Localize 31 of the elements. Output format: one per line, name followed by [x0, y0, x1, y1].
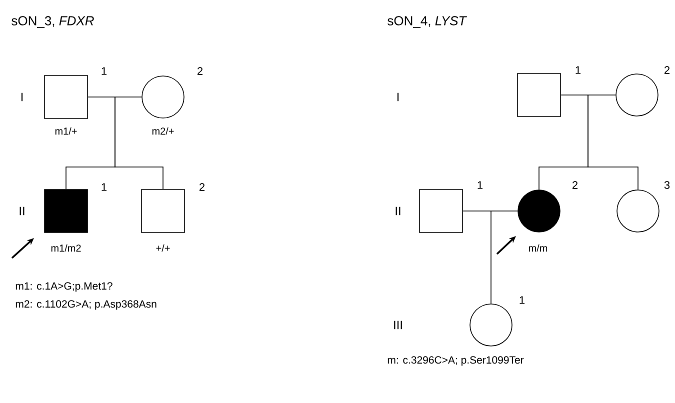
- genotype-label: m1/m2: [51, 244, 81, 252]
- descent-line: [114, 96, 164, 190]
- mutation-note: m: c.3296C>A; p.Ser1099Ter: [388, 356, 524, 366]
- individual-number: 3: [664, 181, 670, 189]
- mutation-note: m1: c.1A>G;p.Met1?: [16, 282, 112, 292]
- individual-number: 1: [520, 296, 525, 304]
- generation-numeral: II: [396, 206, 400, 216]
- individual-number: 2: [200, 183, 205, 191]
- generation-numeral: I: [21, 92, 23, 102]
- individual-number: 1: [576, 66, 581, 74]
- generation-numeral: III: [394, 320, 402, 330]
- genotype-label: +/+: [156, 244, 170, 252]
- individual-number: 2: [572, 181, 578, 189]
- individual-number: 2: [198, 67, 203, 75]
- individual-number: 1: [478, 181, 483, 189]
- generation-numeral: I: [397, 92, 399, 102]
- mutation-note: m2: c.1102G>A; p.Asp368Asn: [16, 300, 156, 310]
- individual-number: 2: [664, 66, 670, 74]
- genotype-label: m2/+: [152, 127, 174, 135]
- individual-number: 1: [102, 67, 107, 75]
- pedigree-title: sON_3, FDXR: [12, 16, 94, 28]
- mating-line: [462, 210, 518, 212]
- generation-numeral: II: [20, 206, 24, 216]
- descent-line: [490, 210, 492, 304]
- genotype-label: m1/+: [55, 127, 77, 135]
- pedigree-title: sON_4, LYST: [388, 16, 467, 28]
- descent-line: [588, 94, 638, 190]
- mating-line: [560, 94, 616, 96]
- genotype-label: m/m: [528, 244, 548, 252]
- mating-line: [88, 96, 142, 98]
- individual-number: 1: [102, 183, 107, 191]
